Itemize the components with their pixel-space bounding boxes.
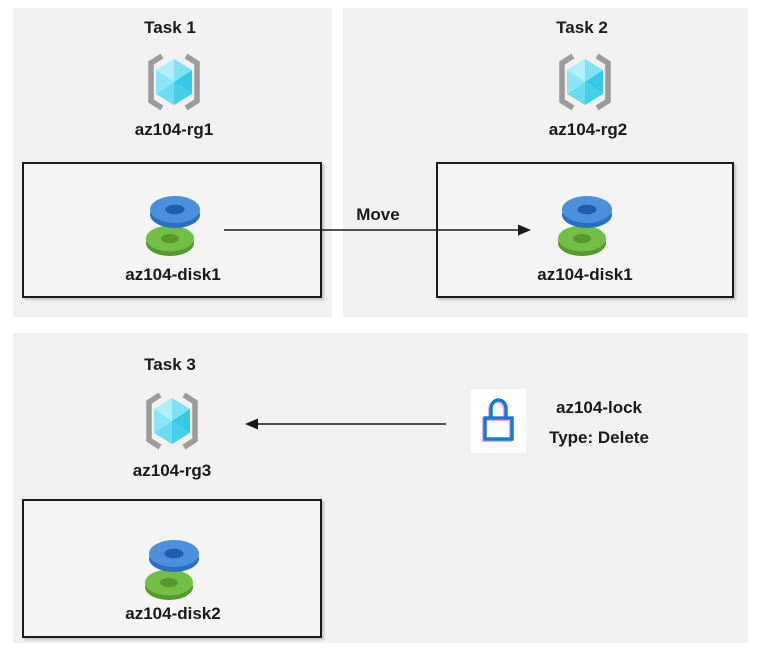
lock-arrow-left-icon: [244, 417, 446, 431]
resource-group-name-rg2: az104-rg2: [548, 120, 628, 139]
resource-group-name-rg3: az104-rg3: [132, 461, 212, 480]
azure-disk-icon: [558, 196, 612, 260]
lock-type: Type: Delete: [549, 428, 649, 447]
resource-lock-icon: [471, 389, 526, 453]
azure-resource-group-icon: [554, 52, 616, 112]
azure-resource-group-icon: [141, 391, 203, 451]
azure-disk-icon: [146, 196, 200, 260]
azure-disk-icon: [145, 540, 199, 604]
azure-resource-group-icon: [143, 52, 205, 112]
move-arrow-label: Move: [356, 205, 400, 224]
task2-title: Task 2: [556, 18, 608, 37]
lock-name: az104-lock: [556, 398, 642, 417]
disk-name-task3: az104-disk2: [125, 604, 221, 623]
move-arrow-right-icon: [224, 223, 532, 237]
disk-name-task2: az104-disk1: [537, 265, 633, 284]
task3-title: Task 3: [144, 355, 196, 374]
resource-group-name-rg1: az104-rg1: [134, 120, 214, 139]
task1-title: Task 1: [144, 18, 196, 37]
disk-name-task1: az104-disk1: [125, 265, 221, 284]
